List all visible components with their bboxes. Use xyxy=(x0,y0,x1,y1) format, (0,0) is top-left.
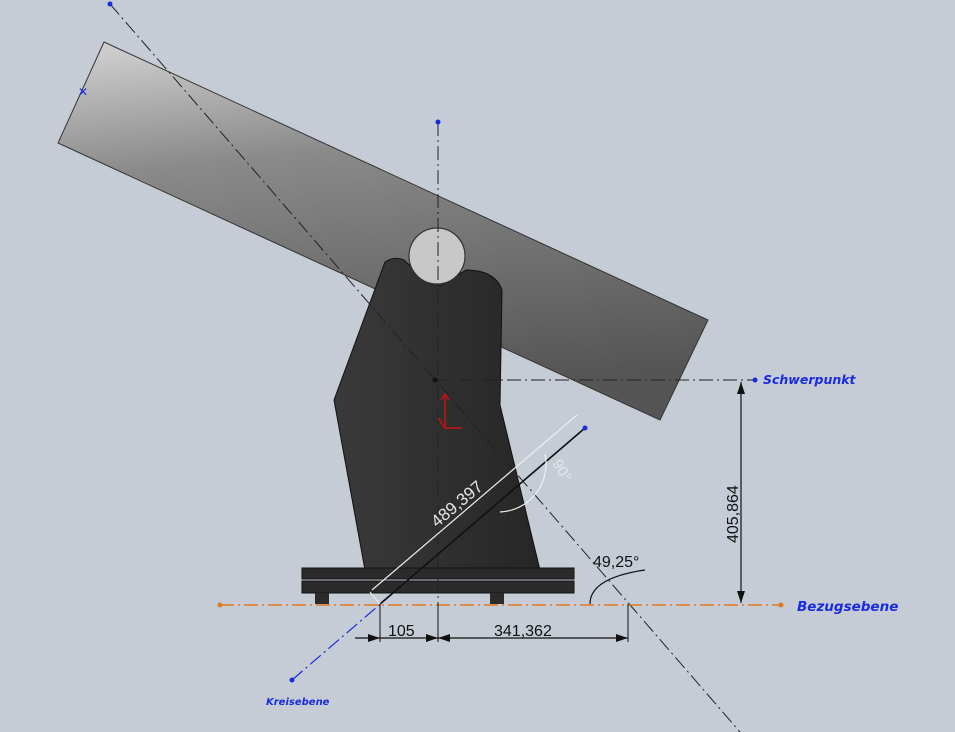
base-foot-left[interactable] xyxy=(315,593,329,604)
circle-plane-start-point[interactable] xyxy=(289,677,295,683)
height-arrow-top xyxy=(737,382,745,394)
offset-right-value[interactable]: 341,362 xyxy=(494,623,552,640)
base-foot-right[interactable] xyxy=(490,593,504,604)
ground-angle-value[interactable]: 49,25° xyxy=(593,554,639,571)
telescope-tube[interactable] xyxy=(57,41,709,421)
axis-circle[interactable] xyxy=(408,227,466,285)
diagonal-dimension-line[interactable] xyxy=(371,414,578,591)
height-dimension-value[interactable]: 405,864 xyxy=(725,485,742,543)
origin-triad-icon xyxy=(437,392,462,429)
mount-body[interactable] xyxy=(333,257,541,571)
tube-axis-line[interactable] xyxy=(109,3,741,732)
ground-angle-arc xyxy=(589,569,646,605)
offset-arrow-4 xyxy=(616,634,628,642)
offset-arrow-2 xyxy=(426,634,438,642)
center-of-mass-label-point[interactable] xyxy=(752,377,758,383)
circle-plane-end-point[interactable] xyxy=(582,425,588,431)
circle-plane-label[interactable]: Kreisebene xyxy=(266,697,330,708)
height-arrow-bottom xyxy=(737,591,745,603)
reference-plane-label[interactable]: Bezugsebene xyxy=(797,599,898,615)
offset-left-value[interactable]: 105 xyxy=(388,623,415,640)
reference-left-point[interactable] xyxy=(217,602,223,608)
circle-plane-solid[interactable] xyxy=(379,427,586,605)
diagonal-extension xyxy=(369,591,381,605)
center-of-mass-label[interactable]: Schwerpunkt xyxy=(763,372,857,387)
tube-end-marker-icon: ✕ xyxy=(78,85,88,99)
right-angle-value[interactable]: 90° xyxy=(549,457,575,485)
right-angle-arc xyxy=(499,453,547,513)
offset-arrow-3 xyxy=(438,634,450,642)
center-of-mass-point[interactable] xyxy=(432,377,438,383)
tube-axis-top-point[interactable] xyxy=(107,1,113,7)
vertical-axis-top-point[interactable] xyxy=(435,119,441,125)
offset-arrow-1 xyxy=(368,634,380,642)
reference-right-point[interactable] xyxy=(778,602,784,608)
